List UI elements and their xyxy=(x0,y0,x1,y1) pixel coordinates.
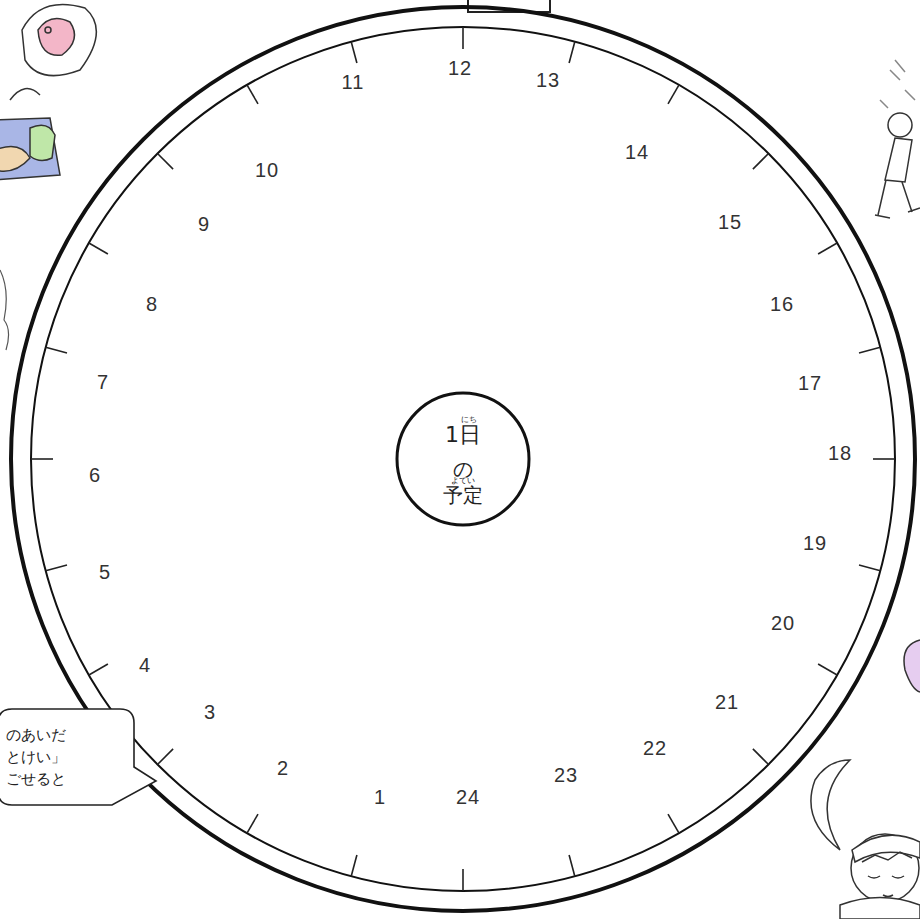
hour-tick xyxy=(569,855,575,876)
hour-tick xyxy=(668,814,679,833)
hour-tick xyxy=(753,154,769,170)
furigana: にち xyxy=(461,416,477,424)
hour-tick xyxy=(351,42,357,63)
hour-tick xyxy=(351,855,357,876)
hour-number: 23 xyxy=(554,765,578,785)
hour-tick xyxy=(46,347,67,353)
hour-tick xyxy=(158,154,174,170)
hour-number: 19 xyxy=(803,533,827,553)
hour-number: 20 xyxy=(771,613,795,633)
hour-ticks xyxy=(31,27,895,891)
right-illustration xyxy=(904,640,920,692)
hour-tick xyxy=(859,565,880,571)
left-illustration xyxy=(0,270,9,350)
hour-number: 15 xyxy=(718,212,742,232)
hour-number: 21 xyxy=(715,692,739,712)
hour-number: 13 xyxy=(536,70,560,90)
hour-number: 6 xyxy=(89,465,101,485)
hour-number: 24 xyxy=(456,787,480,807)
hour-number: 2 xyxy=(277,758,289,778)
title-text: 予定 xyxy=(443,485,483,505)
hour-number: 12 xyxy=(448,58,472,78)
hour-tick xyxy=(462,27,464,49)
hour-number: 17 xyxy=(798,373,822,393)
title-text: の xyxy=(453,459,473,479)
hour-number: 10 xyxy=(255,160,279,180)
hour-number: 11 xyxy=(342,72,365,92)
bubble-text: のあいだ とけい」 ごせると xyxy=(6,725,70,790)
hour-tick xyxy=(753,749,769,765)
hour-number: 1 xyxy=(374,787,386,807)
hour-tick xyxy=(89,664,108,675)
hour-tick xyxy=(89,243,108,254)
hour-tick xyxy=(859,347,880,353)
hour-number: 4 xyxy=(139,655,151,675)
hour-tick xyxy=(818,243,837,254)
hour-tick xyxy=(158,749,174,765)
furigana: よてい xyxy=(451,477,475,485)
hour-tick xyxy=(569,42,575,63)
hour-tick xyxy=(247,814,258,833)
hour-number: 9 xyxy=(198,214,210,234)
hour-number: 22 xyxy=(643,738,667,758)
hour-tick xyxy=(247,85,258,104)
hour-number: 18 xyxy=(828,443,852,463)
hour-tick xyxy=(31,458,53,460)
hour-number: 14 xyxy=(625,142,649,162)
speech-bubble: のあいだ とけい」 ごせると xyxy=(0,705,164,817)
hour-number: 3 xyxy=(204,702,216,722)
hour-number: 5 xyxy=(99,562,111,582)
hour-tick xyxy=(46,565,67,571)
hour-number: 8 xyxy=(146,294,158,314)
sleeping-child-illustration xyxy=(811,760,920,919)
breakfast-illustration xyxy=(0,4,96,180)
hour-tick xyxy=(462,869,464,891)
hour-tick xyxy=(873,458,895,460)
hour-number: 7 xyxy=(97,372,109,392)
inner-ring xyxy=(31,27,895,891)
running-child-illustration xyxy=(875,60,920,218)
title-text: 1日 xyxy=(445,424,481,446)
hour-tick xyxy=(818,664,837,675)
hour-number: 16 xyxy=(770,294,794,314)
hour-tick xyxy=(668,85,679,104)
title-circle: 1日の予定 xyxy=(395,391,531,527)
